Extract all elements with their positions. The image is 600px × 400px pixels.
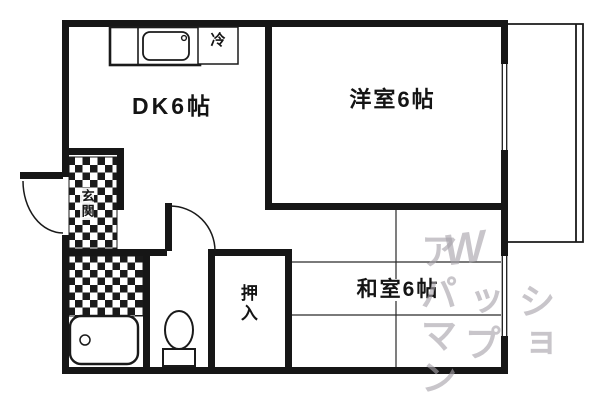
front-door-arc [20,172,64,234]
bathtub [68,314,140,366]
toilet [162,310,196,367]
washroom-checker-floor [68,255,144,317]
interior-door-arc [165,203,216,252]
wall-toilet-closet [208,249,215,374]
wall-bath-toilet [143,249,150,374]
wall-hall-left [62,249,167,256]
window-western [501,64,508,150]
room-label-japanese: 和室6帖 [333,278,463,302]
fridge-box [197,26,239,65]
wall-left-lower [62,235,69,374]
wall-hall-right [215,249,292,256]
faucet-icon [180,34,188,42]
window-japanese [501,256,508,336]
wall-dk-western [265,20,272,210]
label-fridge: 冷 [210,32,226,49]
wall-entrance-right [117,148,124,210]
kitchen-counter [108,25,202,67]
wall-closet-japanese [285,249,292,374]
room-label-closet: 押入 [237,284,257,324]
wall-right [501,20,508,374]
walls [62,20,508,374]
wall-entrance-top [62,148,124,155]
balcony [508,23,584,243]
room-label-entrance: 玄関 [79,188,95,220]
toilet-tank [162,348,196,367]
kitchen-sink [142,31,190,61]
room-label-dk: DK6帖 [131,93,213,119]
bathtub-drain-icon [79,334,91,346]
wall-top [62,20,508,27]
wall-western-japanese [265,203,508,210]
room-label-western: 洋室6帖 [349,87,436,112]
wall-left-upper [62,20,69,177]
